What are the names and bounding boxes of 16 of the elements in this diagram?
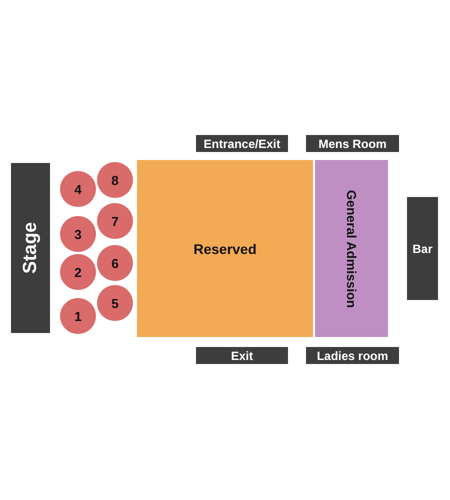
table-circle: 3 [60,216,96,252]
table-circle: 7 [97,203,133,239]
room-sign: Exit [196,347,288,364]
table-circle: 6 [97,245,133,281]
table-circle: 2 [60,254,96,290]
room-sign: Mens Room [306,135,399,152]
room-sign: Ladies room [306,347,399,364]
room-sign: Entrance/Exit [196,135,288,152]
stage-block: Stage [11,163,50,333]
table-circle: 1 [60,298,96,334]
bar-block: Bar [407,197,438,300]
table-circle: 5 [97,285,133,321]
table-circle: 8 [97,162,133,198]
reserved-seating-section: Reserved [137,160,313,337]
general-admission-section: General Admission [315,160,388,337]
table-circle: 4 [60,171,96,207]
